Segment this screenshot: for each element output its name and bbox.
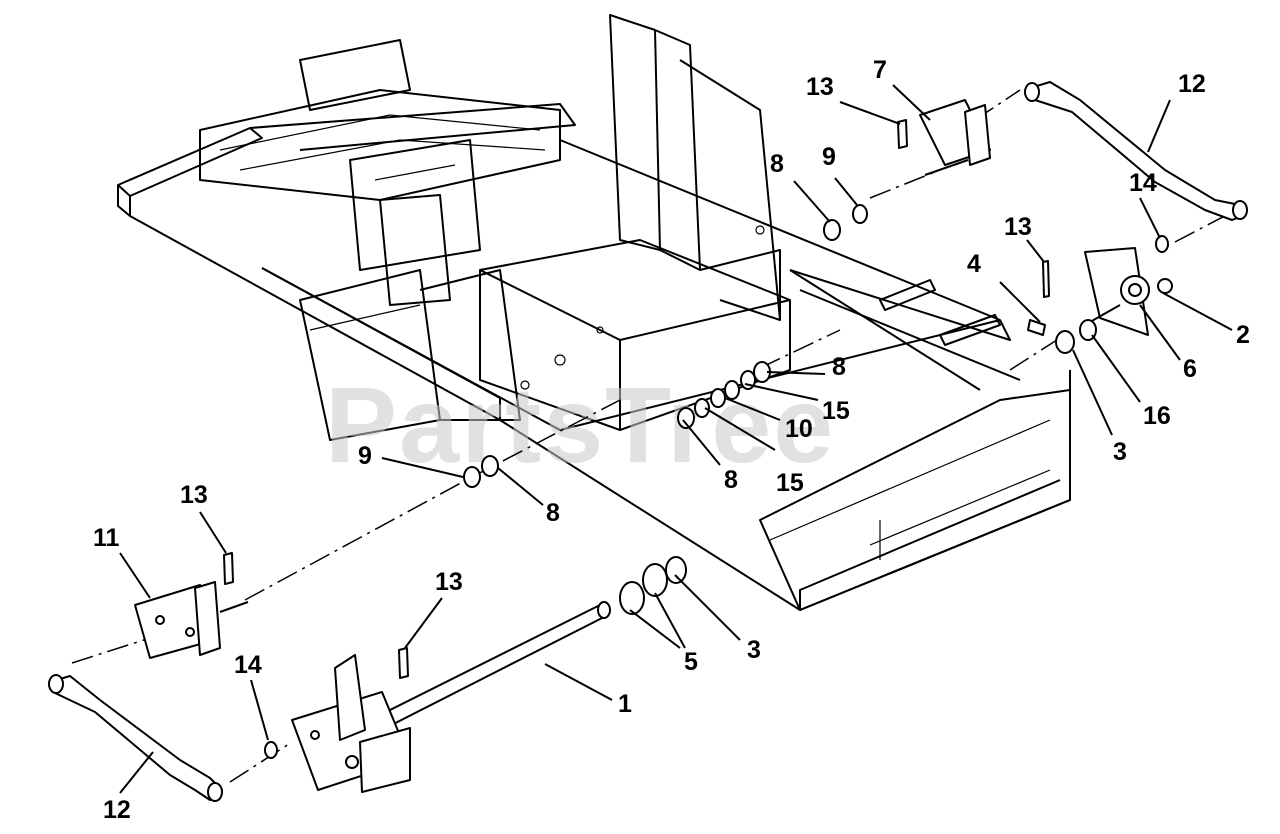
callout-13-top: 13: [806, 73, 834, 101]
callout-13-lower: 13: [435, 568, 463, 596]
callout-13-left: 13: [180, 481, 208, 509]
callout-14-left: 14: [234, 651, 262, 679]
callout-15-lower: 15: [776, 469, 804, 497]
callout-11: 11: [93, 524, 120, 552]
callout-16: 16: [1143, 402, 1171, 430]
chassis-frame: [117, 14, 1071, 611]
callout-10: 10: [785, 415, 813, 443]
callout-1: 1: [618, 690, 632, 718]
leader-lines: [119, 84, 1233, 794]
callout-labels: 1 2 3 3 4 5 6 7 8 8 8 8 9 9 10 11 12 12 …: [93, 56, 1250, 824]
shaft-part-1: [291, 601, 611, 793]
callout-6: 6: [1183, 355, 1197, 383]
callout-12-bottom: 12: [103, 796, 131, 824]
callout-8-right: 8: [832, 353, 846, 381]
callout-15-right: 15: [822, 397, 850, 425]
bracket-part-11: [134, 581, 249, 659]
callout-3-right: 3: [1113, 438, 1127, 466]
rod-part-12-right: [1024, 81, 1248, 221]
callout-8-left: 8: [546, 499, 560, 527]
callout-8-middle: 8: [724, 466, 738, 494]
callout-12-top: 12: [1178, 70, 1206, 98]
callout-13-right: 13: [1004, 213, 1032, 241]
callout-3-lower: 3: [747, 636, 761, 664]
rod-part-12-left: [48, 674, 223, 802]
callout-5: 5: [684, 648, 698, 676]
callout-8-top: 8: [770, 150, 784, 178]
plate-part-6: [1084, 247, 1173, 336]
callout-9-top: 9: [822, 143, 836, 171]
bracket-part-7: [919, 99, 991, 176]
pins: [223, 119, 1050, 679]
callout-7: 7: [873, 56, 887, 84]
callout-4: 4: [967, 250, 981, 278]
callout-14-right: 14: [1129, 169, 1157, 197]
callout-9-left: 9: [358, 442, 372, 470]
callout-2: 2: [1236, 321, 1250, 349]
